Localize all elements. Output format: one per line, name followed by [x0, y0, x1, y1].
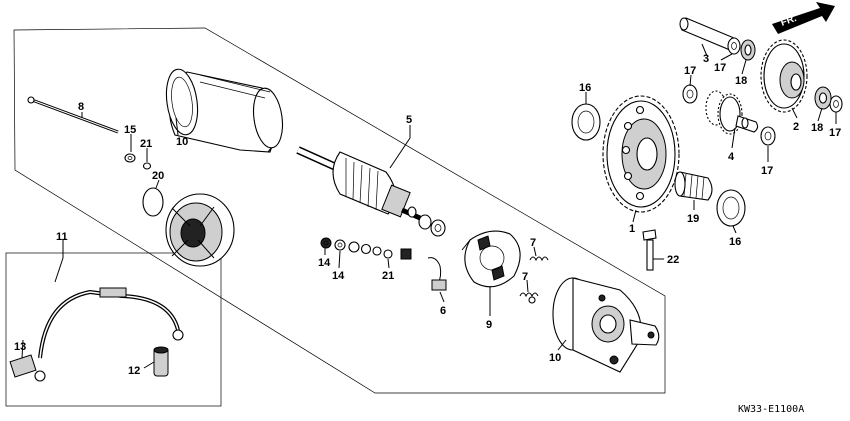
- callout-18a: 18: [735, 75, 747, 87]
- callout-1: 1: [629, 223, 635, 235]
- front-end-cover: [552, 277, 660, 373]
- callout-13: 13: [14, 341, 26, 353]
- armature: [296, 146, 422, 221]
- callout-16a: 16: [579, 82, 591, 94]
- starter-motor-panel-outline: [13, 27, 666, 394]
- callout-5: 5: [406, 114, 412, 126]
- callout-labels: 1 2 3 4 5 6 7 7 8 9 10 10 11 12 13 14 14…: [14, 53, 841, 377]
- brush-springs: [519, 256, 549, 304]
- callout-7a: 7: [530, 237, 536, 249]
- o-ring-and-washer: [124, 153, 152, 170]
- callout-18b: 18: [811, 122, 823, 134]
- callout-15: 15: [124, 124, 136, 136]
- callout-21b: 21: [382, 270, 394, 282]
- callout-14a: 14: [318, 257, 331, 269]
- starter-idle-gear: [705, 90, 759, 135]
- callout-20: 20: [152, 170, 164, 182]
- armature-shims: [418, 214, 446, 237]
- callout-17b: 17: [714, 62, 726, 74]
- callout-6: 6: [440, 305, 446, 317]
- diagram-code: KW33-E1100A: [738, 404, 804, 415]
- callout-17a: 17: [684, 65, 696, 77]
- starter-driven-gear: [602, 95, 680, 213]
- callout-2: 2: [793, 121, 799, 133]
- brush-holder: [461, 230, 521, 288]
- direction-label: FR.: [779, 13, 798, 29]
- terminal-washer-set: [320, 237, 412, 260]
- flange-bolt: [642, 229, 657, 271]
- starter-reduction-gear: [760, 39, 808, 113]
- callout-7b: 7: [522, 271, 528, 283]
- thrust-washer: [571, 103, 601, 141]
- callout-12: 12: [128, 365, 140, 377]
- callout-17c: 17: [761, 165, 773, 177]
- o-ring: [142, 187, 164, 217]
- through-bolt: [27, 96, 119, 134]
- callout-10a: 10: [176, 136, 188, 148]
- rear-end-cover: [165, 193, 235, 267]
- starter-motor-case: [165, 68, 284, 153]
- callout-10b: 10: [549, 352, 561, 364]
- cable-terminal-cover: [9, 354, 46, 382]
- reduction-gear-shaft: [679, 17, 736, 51]
- callout-4: 4: [728, 151, 735, 163]
- callout-11: 11: [56, 231, 68, 243]
- callout-19: 19: [687, 213, 699, 225]
- thrust-washer-lower: [716, 189, 746, 227]
- callout-9: 9: [486, 319, 492, 331]
- callout-22: 22: [667, 254, 679, 266]
- starter-cable-inset-box: [5, 252, 222, 407]
- callout-17d: 17: [829, 127, 841, 139]
- starter-cable: [38, 287, 184, 359]
- callout-14b: 14: [332, 270, 345, 282]
- callout-21a: 21: [140, 138, 152, 150]
- callout-16b: 16: [729, 236, 741, 248]
- reduction-gear-bearings: [740, 39, 832, 110]
- front-direction-arrow: FR.: [772, 2, 835, 34]
- callout-3: 3: [703, 53, 709, 65]
- terminal-cover: [153, 346, 169, 377]
- carbon-brush-set: [427, 257, 447, 291]
- callout-8: 8: [78, 101, 84, 113]
- leader-lines: [21, 43, 837, 369]
- needle-bearing: [674, 171, 713, 201]
